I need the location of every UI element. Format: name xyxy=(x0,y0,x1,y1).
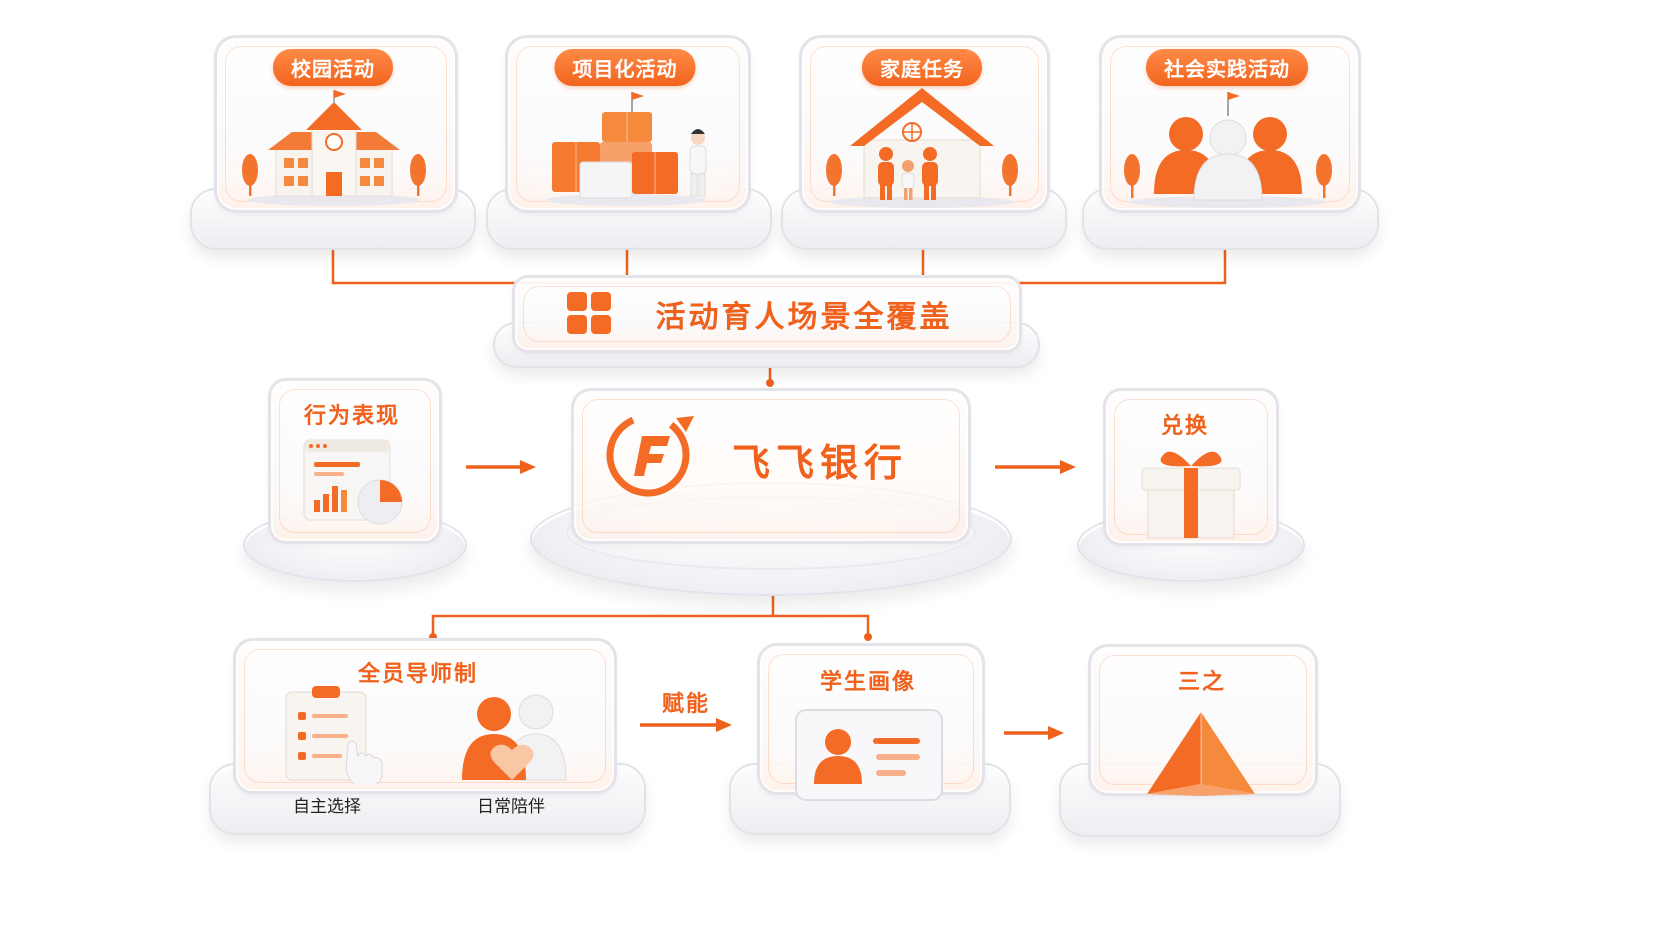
blocks-icon xyxy=(546,92,707,206)
glass-panel xyxy=(512,275,1022,353)
exchange-title: 兑换 xyxy=(1160,414,1210,439)
grid-icon xyxy=(567,292,611,334)
mentor-item-label: 自主选择 xyxy=(293,797,361,817)
analytics-icon xyxy=(303,439,403,525)
mentor-title: 全员导师制 xyxy=(357,662,479,687)
behavior-title: 行为表现 xyxy=(303,404,401,429)
activity-label: 项目化活动 xyxy=(554,49,696,86)
activity-label: 社会实践活动 xyxy=(1146,49,1308,86)
coverage-title: 活动育人场景全覆盖 xyxy=(655,300,953,335)
school-icon xyxy=(242,90,426,206)
empower-label: 赋能 xyxy=(661,692,711,717)
family-house-icon xyxy=(826,88,1018,208)
companion-icon xyxy=(462,694,567,781)
portrait-title: 学生画像 xyxy=(819,670,917,695)
id-card-icon xyxy=(795,709,943,801)
checklist-icon xyxy=(285,686,383,784)
three-title: 三之 xyxy=(1177,670,1227,695)
community-icon xyxy=(1124,92,1332,208)
activity-label: 校园活动 xyxy=(273,49,393,86)
feifei-logo-icon xyxy=(606,413,694,497)
bank-title: 飞飞银行 xyxy=(731,441,909,485)
gift-icon xyxy=(1141,451,1241,539)
activity-label: 家庭任务 xyxy=(862,49,982,86)
pyramid-icon xyxy=(1147,712,1255,796)
bank-bottom-connector xyxy=(431,590,870,638)
mentor-item-label: 日常陪伴 xyxy=(477,797,545,817)
